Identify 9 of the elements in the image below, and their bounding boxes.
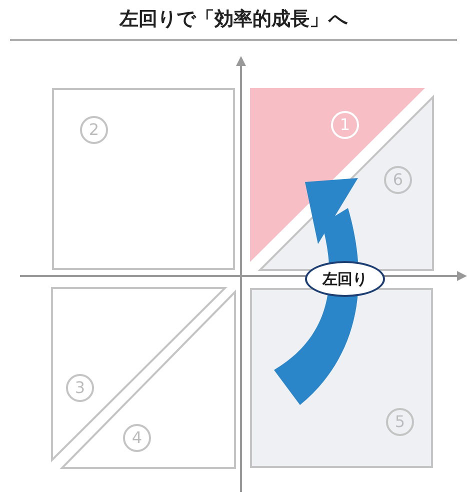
triangle-panel [62,292,235,468]
circled-number: 3 [66,374,94,402]
triangle-panel [52,288,225,460]
quadrant-square [52,88,235,270]
circled-number: 2 [80,116,108,144]
circled-number: 1 [331,111,359,139]
circled-number: 4 [123,424,151,452]
triangle-panel [250,88,425,262]
title: 左回りで「効率的成長」へ [118,7,349,32]
